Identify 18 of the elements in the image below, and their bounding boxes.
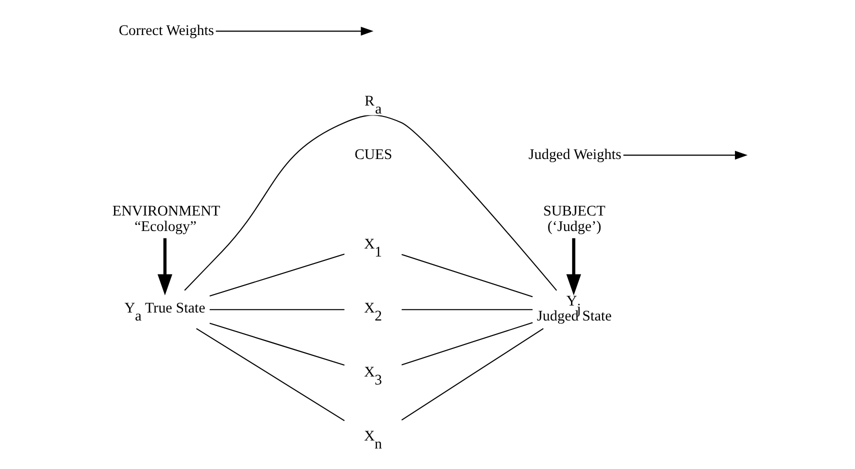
arrow xyxy=(216,26,374,36)
connector xyxy=(402,254,533,298)
connector xyxy=(402,309,533,310)
node-text: ENVIRONMENT “Ecology” xyxy=(112,203,220,236)
node-text: Correct Weights xyxy=(118,23,214,40)
connector xyxy=(402,322,533,366)
connector xyxy=(210,254,345,297)
connector xyxy=(210,309,344,310)
arrow xyxy=(566,238,582,296)
connector xyxy=(401,328,544,420)
node-text: SUBJECT (‘Judge’) xyxy=(543,203,606,236)
arrow xyxy=(623,150,748,160)
connector xyxy=(196,328,345,422)
connector xyxy=(210,322,345,366)
label: CUES xyxy=(354,147,392,164)
node-text: Judged Weights xyxy=(528,147,622,164)
arrow xyxy=(158,238,172,296)
connector xyxy=(184,114,557,291)
